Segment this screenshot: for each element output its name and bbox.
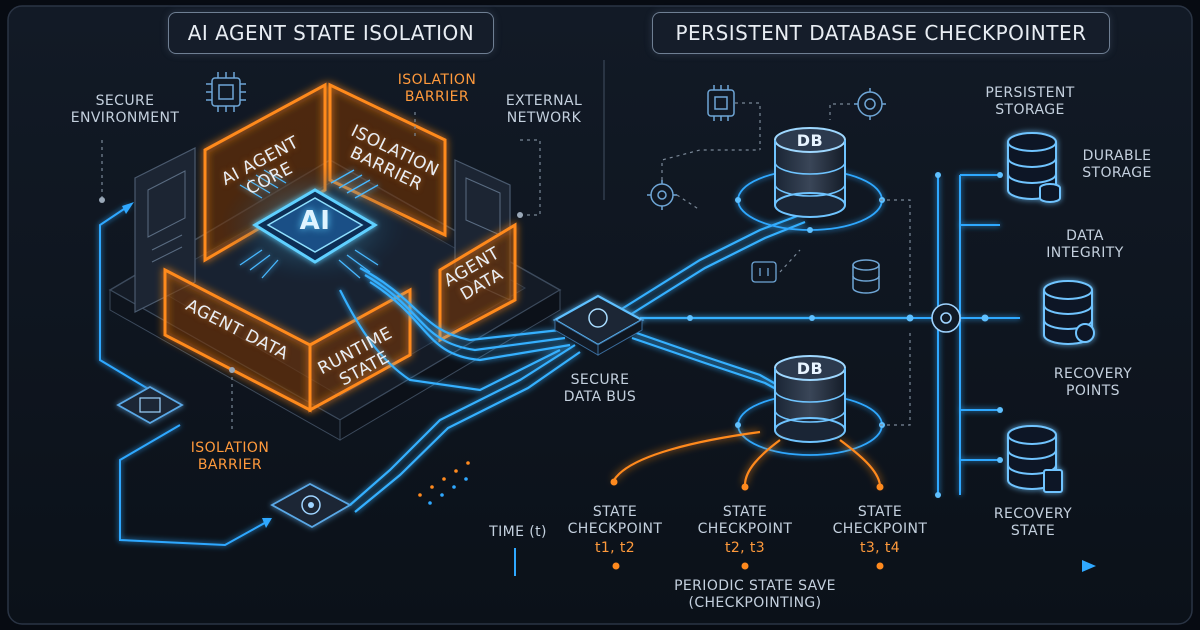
checkpoint-wires bbox=[613, 430, 882, 486]
label-secure-data-bus: SECURE DATA BUS bbox=[563, 372, 637, 405]
checkpoint-2-time: t2, t3 bbox=[724, 540, 766, 556]
checkpoint-1-time: t1, t2 bbox=[594, 540, 636, 556]
right-dotted-connectors bbox=[661, 102, 911, 426]
orange-dots bbox=[418, 461, 470, 497]
checkpoint-3-label: STATE CHECKPOINT bbox=[832, 504, 928, 537]
db-label-bottom: DB bbox=[796, 359, 824, 378]
db-icon-small bbox=[852, 259, 880, 294]
label-external-network: EXTERNAL NETWORK bbox=[505, 93, 583, 126]
gear-icon-top bbox=[854, 88, 886, 120]
db-cylinder-top bbox=[735, 127, 885, 233]
label-recovery-points: RECOVERY POINTS bbox=[1053, 366, 1133, 399]
label-recovery-state: RECOVERY STATE bbox=[993, 506, 1073, 539]
data-bus-lines bbox=[339, 213, 910, 513]
storage-db-3 bbox=[1007, 425, 1063, 493]
timeline-axis-label: TIME (t) bbox=[489, 524, 547, 540]
label-isolation-barrier-bottom: ISOLATION BARRIER bbox=[190, 440, 270, 473]
bus-hub bbox=[552, 294, 645, 356]
cpu-icon bbox=[206, 72, 246, 112]
hub-gear bbox=[931, 303, 961, 333]
chip-module-left bbox=[116, 385, 184, 425]
ai-chip bbox=[220, 165, 410, 285]
label-secure-environment: SECURE ENVIRONMENT bbox=[70, 93, 180, 126]
checkpoint-3-time: t3, t4 bbox=[859, 540, 901, 556]
timeline-caption: PERIODIC STATE SAVE (CHECKPOINTING) bbox=[674, 578, 836, 611]
left-dotted-connectors bbox=[101, 112, 541, 430]
checkpoint-2-label: STATE CHECKPOINT bbox=[697, 504, 793, 537]
storage-db-2 bbox=[1043, 280, 1095, 345]
gear-icon-left bbox=[647, 180, 677, 210]
db-label-top: DB bbox=[796, 131, 824, 150]
db-cylinder-bottom bbox=[735, 355, 885, 456]
label-data-integrity: DATA INTEGRITY bbox=[1046, 228, 1124, 261]
checkpoint-1-label: STATE CHECKPOINT bbox=[567, 504, 663, 537]
timeline-axis bbox=[514, 548, 1096, 576]
chip-icon-right bbox=[707, 85, 735, 121]
ai-chip-label: AI bbox=[299, 206, 331, 236]
storage-db-1 bbox=[1007, 132, 1061, 203]
right-panel-title: PERSISTENT DATABASE CHECKPOINTER bbox=[652, 12, 1110, 54]
chip-icon-small bbox=[751, 261, 777, 283]
label-persistent-storage: PERSISTENT STORAGE bbox=[985, 85, 1075, 118]
left-panel-title: AI AGENT STATE ISOLATION bbox=[168, 12, 494, 54]
label-durable-storage: DURABLE STORAGE bbox=[1082, 148, 1152, 181]
label-isolation-barrier-top: ISOLATION BARRIER bbox=[397, 72, 477, 105]
server-rack-left bbox=[134, 147, 196, 313]
storage-bus bbox=[910, 174, 1020, 495]
